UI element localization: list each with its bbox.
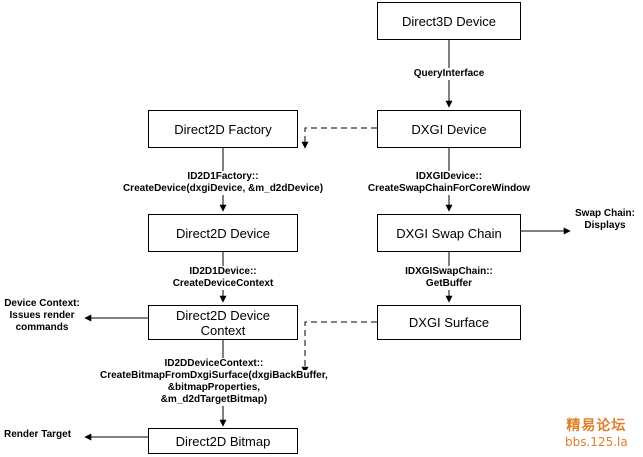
dashed-arrow-surface-to-context [301, 321, 377, 374]
label-get-buffer-line1: IDXGISwapChain:: [405, 266, 493, 277]
box-direct2d-device: Direct2D Device [148, 214, 298, 252]
label-create-device-line1: ID2D1Factory:: [187, 171, 259, 182]
label-render-target-text: Render Target [4, 429, 72, 440]
label-create-bitmap-line1: ID2DDeviceContext:: [163, 358, 265, 370]
label-query-interface: QueryInterface [411, 68, 487, 80]
label-create-swapchain: IDXGIDevice:: CreateSwapChainForCoreWind… [365, 171, 533, 195]
box-dxgi-device: DXGI Device [377, 110, 521, 148]
box-direct2d-factory: Direct2D Factory [148, 110, 298, 148]
label-create-bitmap: ID2DDeviceContext:: CreateBitmapFromDxgi… [99, 358, 329, 406]
label-swap-chain-displays: Swap Chain: Displays [575, 208, 635, 232]
box-direct3d-device: Direct3D Device [377, 2, 521, 40]
box-direct3d-device-label: Direct3D Device [402, 13, 496, 29]
label-get-buffer-line2: GetBuffer [425, 278, 473, 289]
dashed-arrow-dxgi-device-to-factory [301, 127, 377, 149]
label-swap-chain-displays-line2: Displays [584, 220, 626, 231]
label-create-bitmap-line3: &bitmapProperties, [166, 382, 262, 394]
label-query-interface-text: QueryInterface [413, 68, 485, 79]
box-direct2d-device-label: Direct2D Device [176, 225, 270, 241]
box-direct2d-bitmap-label: Direct2D Bitmap [175, 433, 271, 449]
label-create-device-context: ID2D1Device:: CreateDeviceContext [170, 266, 276, 290]
box-direct2d-device-context-line2: Context [200, 322, 246, 338]
label-create-bitmap-line4: &m_d2dTargetBitmap) [159, 394, 269, 406]
watermark: 精易论坛 bbs.125.la [565, 415, 628, 449]
box-direct2d-bitmap: Direct2D Bitmap [148, 428, 298, 454]
box-dxgi-swap-chain-label: DXGI Swap Chain [396, 225, 502, 241]
label-render-target: Render Target [4, 429, 71, 441]
label-create-swapchain-line2: CreateSwapChainForCoreWindow [367, 183, 531, 194]
box-dxgi-surface: DXGI Surface [377, 305, 521, 340]
box-direct2d-device-context: Direct2D Device Context [148, 305, 298, 340]
label-swap-chain-displays-line1: Swap Chain: [574, 208, 636, 219]
box-dxgi-device-label: DXGI Device [411, 121, 487, 137]
label-device-context-line2: Issues render [9, 310, 75, 321]
label-device-context-line1: Device Context: [4, 298, 80, 309]
label-create-swapchain-line1: IDXGIDevice:: [415, 171, 483, 182]
label-device-context-line3: commands [15, 322, 69, 333]
watermark-line1: 精易论坛 [566, 418, 627, 434]
label-create-device-context-line2: CreateDeviceContext [172, 278, 274, 289]
label-create-device: ID2D1Factory:: CreateDevice(dxgiDevice, … [120, 171, 326, 195]
label-device-context-render-commands: Device Context: Issues render commands [4, 298, 80, 334]
box-direct2d-factory-label: Direct2D Factory [174, 121, 272, 137]
label-create-bitmap-line2: CreateBitmapFromDxgiSurface(dxgiBackBuff… [99, 370, 329, 382]
box-dxgi-surface-label: DXGI Surface [408, 315, 490, 330]
label-get-buffer: IDXGISwapChain:: GetBuffer [403, 266, 495, 290]
box-dxgi-swap-chain: DXGI Swap Chain [377, 214, 521, 252]
box-direct2d-device-context-line1: Direct2D Device [176, 307, 270, 323]
label-create-device-line2: CreateDevice(dxgiDevice, &m_d2dDevice) [122, 183, 324, 194]
watermark-line2: bbs.125.la [565, 435, 628, 449]
label-create-device-context-line1: ID2D1Device:: [189, 266, 257, 277]
